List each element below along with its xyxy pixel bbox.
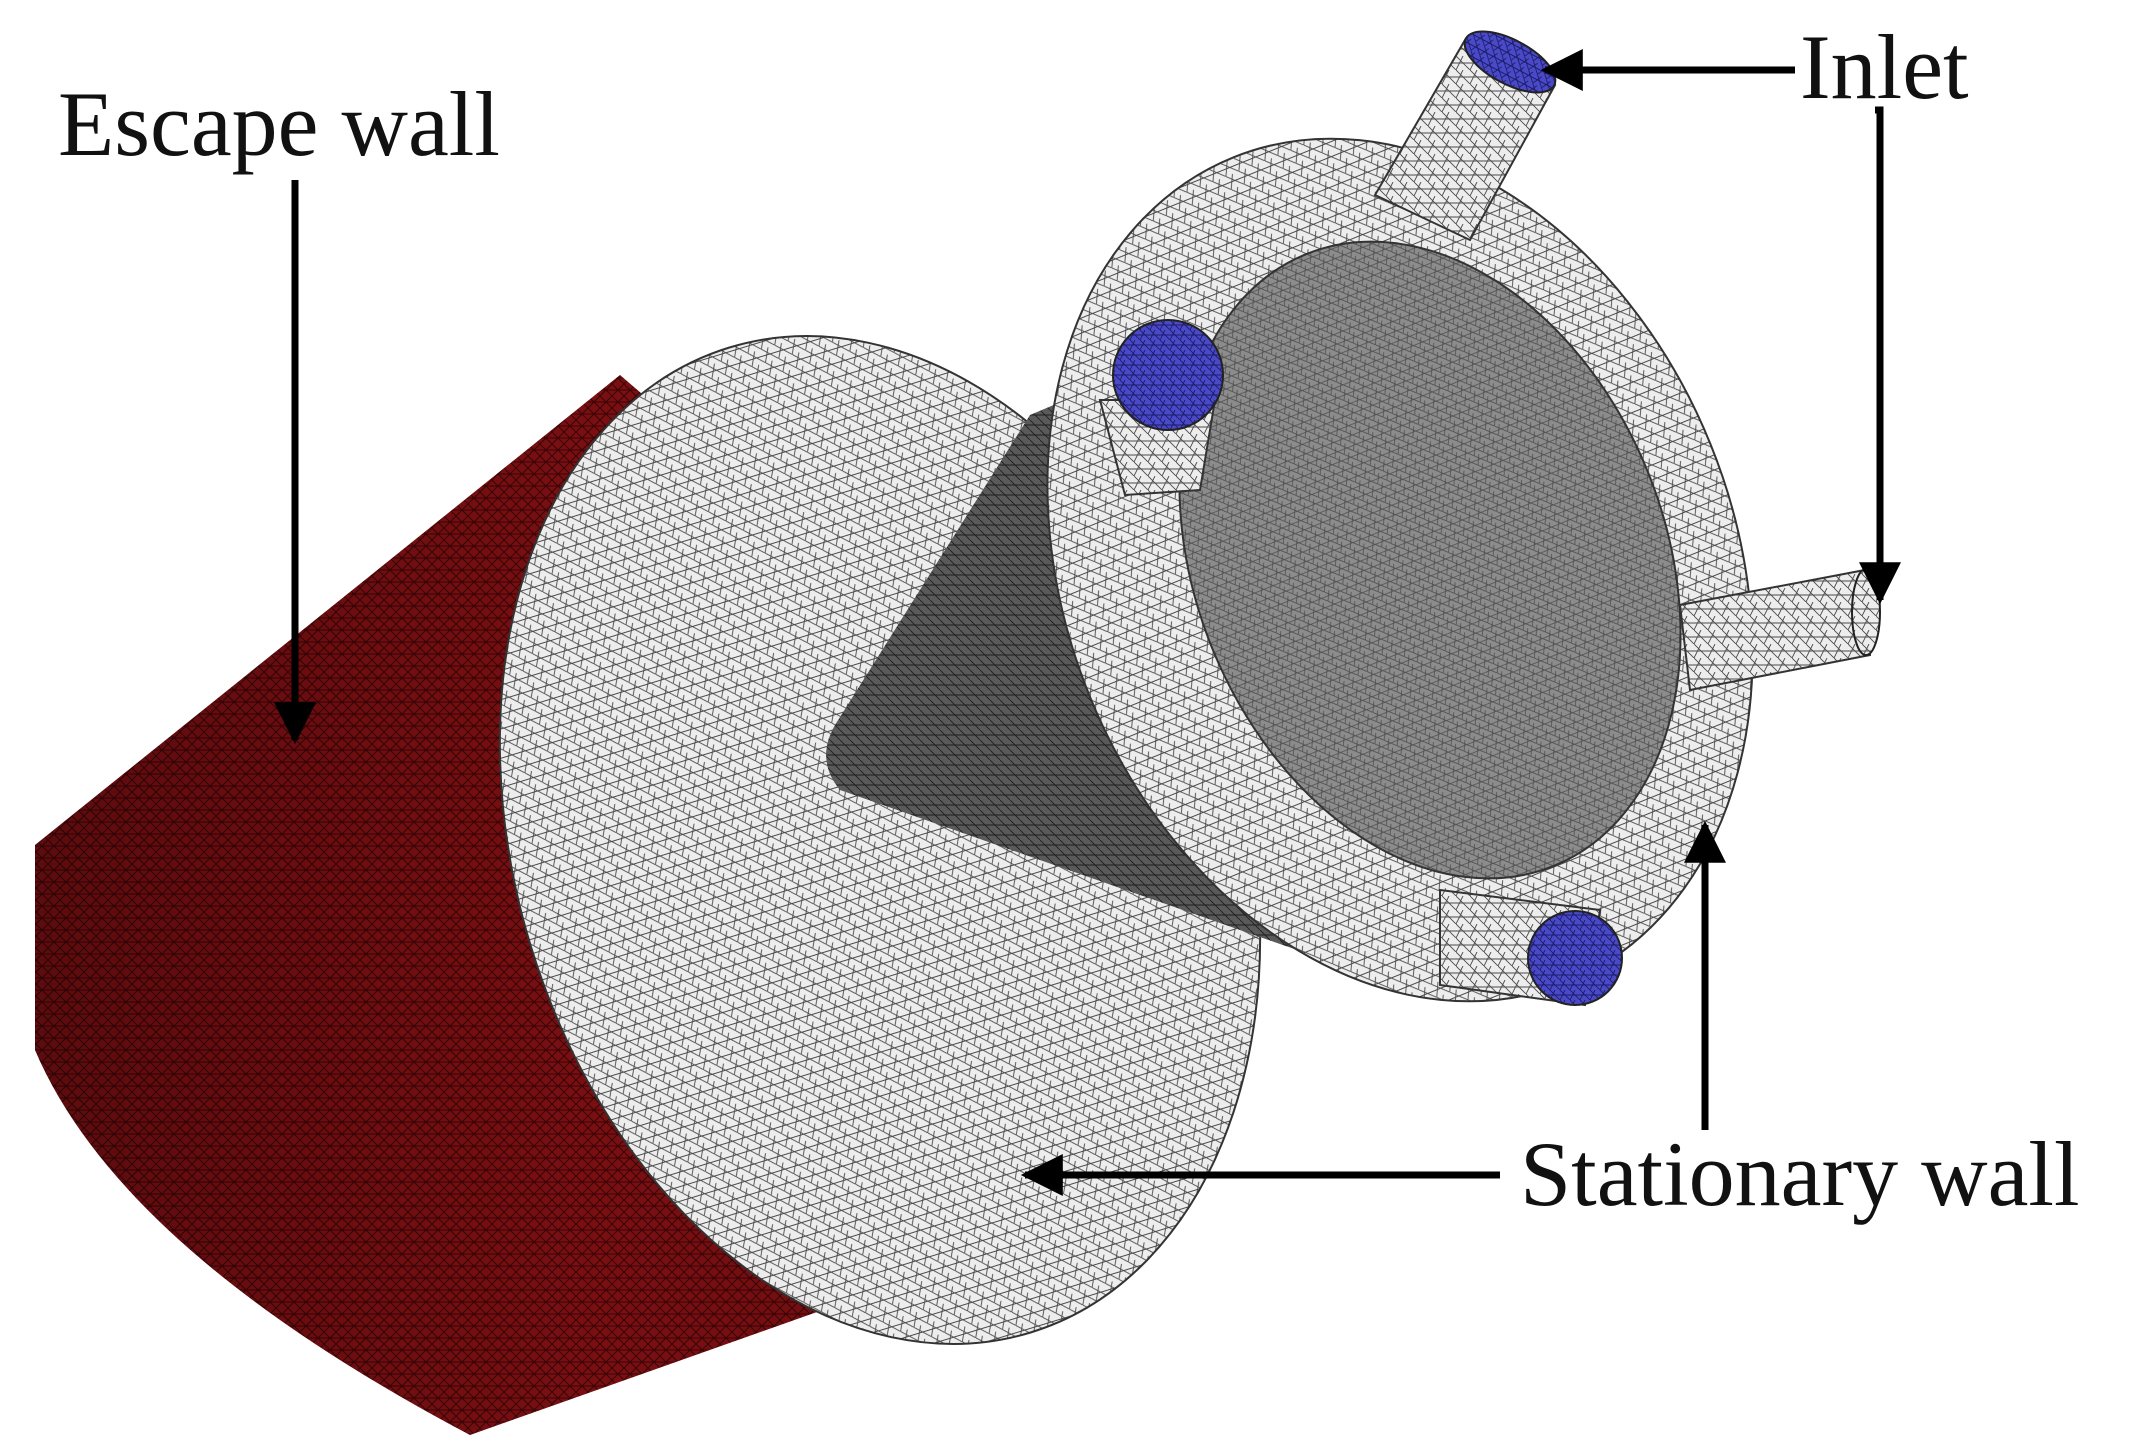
inlet-pipe-left bbox=[1098, 319, 1224, 497]
label-stationary-wall: Stationary wall bbox=[1520, 1123, 2080, 1225]
inner-floor bbox=[1178, 240, 1682, 880]
arrow-inlet-right bbox=[1859, 106, 1901, 605]
label-inlet: Inlet bbox=[1800, 16, 1969, 118]
inlet-pipe-bottom bbox=[1439, 888, 1623, 1007]
label-escape-wall: Escape wall bbox=[58, 73, 500, 175]
inlet-pipe-top bbox=[1373, 30, 1557, 242]
